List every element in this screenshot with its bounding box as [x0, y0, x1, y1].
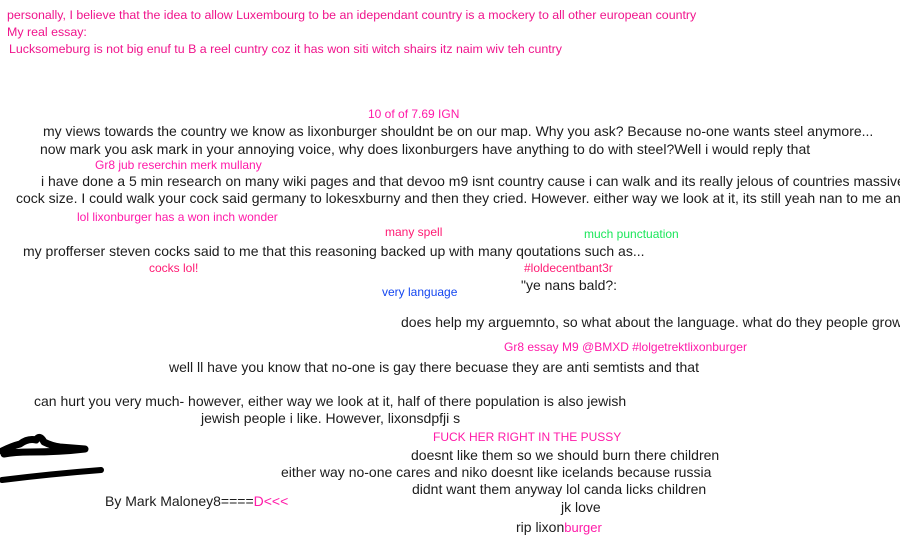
annotation-bant: #loldecentbant3r [524, 261, 613, 275]
annotation-score: 10 of of 7.69 IGN [368, 107, 460, 121]
annotation-cocks: cocks lol! [149, 261, 199, 275]
annotation-language: very language [382, 285, 458, 299]
essay-line: can hurt you very much- however, either … [34, 393, 627, 409]
annotation-gr8-essay: Gr8 essay M9 @BMXD #lolgetrektlixonburge… [504, 340, 747, 354]
closing-rip: rip lixon [516, 519, 565, 535]
essay-line: cock size. I could walk your cock said g… [16, 190, 900, 206]
essay-line: my views towards the country we know as … [43, 123, 874, 139]
signature-name: By Mark Maloney8==== [105, 493, 254, 509]
signature: By Mark Maloney8====D<<< [105, 494, 288, 508]
scribble-stroke [0, 433, 89, 458]
signature-tail: D<<< [253, 493, 289, 509]
essay-line: my profferser steven cocks said to me th… [23, 243, 645, 259]
essay-line: doesnt like them so we should burn there… [411, 447, 720, 463]
essay-line: now mark you ask mark in your annoying v… [40, 141, 811, 157]
header-note: My real essay: [7, 25, 87, 39]
annotation-punctuation: much punctuation [584, 227, 679, 241]
essay-line: jewish people i like. However, lixonsdpf… [201, 410, 461, 426]
closing-line: rip lixonburger [516, 520, 602, 534]
essay-line: i have done a 5 min research on many wik… [41, 173, 900, 189]
essay-line: either way no-one cares and niko doesnt … [281, 464, 712, 480]
essay-line: does help my arguemnto, so what about th… [401, 314, 900, 330]
header-note: personally, I believe that the idea to a… [7, 8, 697, 22]
header-note: Lucksomeburg is not big enuf tu B a reel… [9, 42, 562, 56]
annotation-inch: lol lixonburger has a won inch wonder [77, 210, 278, 224]
annotation-research: Gr8 jub reserchin merk mullany [95, 158, 262, 172]
essay-line: jk love [561, 499, 601, 515]
essay-line: didnt want them anyway lol canda licks c… [412, 481, 707, 497]
scribble-stroke [0, 467, 104, 483]
essay-line: "ye nans bald?: [521, 277, 618, 293]
closing-burger: burger [564, 520, 602, 535]
annotation-many-spell: many spell [385, 225, 443, 239]
essay-line: well ll have you know that no-one is gay… [169, 359, 699, 375]
annotation-caps: FUCK HER RIGHT IN THE PUSSY [433, 430, 622, 444]
